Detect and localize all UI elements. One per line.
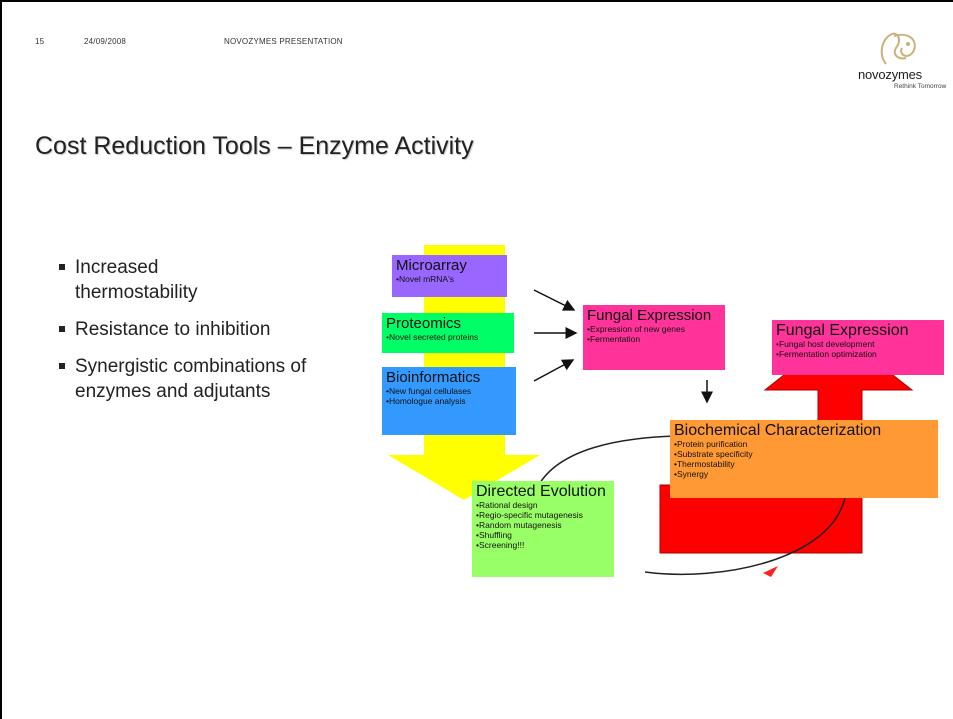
directed-evolution-item: •Regio-specific mutagenesis	[476, 510, 583, 520]
microarray-title: Microarray	[396, 257, 467, 274]
fungal-expression-box-2: Fungal Expression •Fungal host developme…	[772, 320, 944, 375]
slide-number: 15	[35, 37, 45, 46]
directed-evolution-item: •Random mutagenesis	[476, 520, 562, 530]
bullet-list: Increased thermostability Resistance to …	[58, 255, 378, 416]
slide-border-left	[0, 0, 2, 719]
fungal-expression-1-title: Fungal Expression	[587, 307, 712, 324]
directed-evolution-box: Directed Evolution •Rational design •Reg…	[472, 481, 614, 577]
biochemical-item: •Thermostability	[674, 459, 735, 469]
fungal-expression-box-1: Fungal Expression •Expression of new gen…	[583, 305, 725, 370]
biochemical-title: Biochemical Characterization	[674, 422, 882, 439]
directed-evolution-item: •Rational design	[476, 500, 538, 510]
fungal-expression-1-item: •Expression of new genes	[587, 324, 685, 334]
biochemical-item: •Protein purification	[674, 439, 748, 449]
bioinformatics-item: •Homologue analysis	[386, 396, 466, 406]
novozymes-logo: novozymes Rethink Tomorrow	[858, 30, 948, 96]
directed-evolution-item: •Screening!!!	[476, 540, 525, 550]
fungal-expression-2-title: Fungal Expression	[776, 322, 909, 339]
biochemical-item: •Substrate specificity	[674, 449, 753, 459]
bioinformatics-box: Bioinformatics •New fungal cellulases •H…	[382, 367, 516, 435]
bioinformatics-item: •New fungal cellulases	[386, 386, 472, 396]
slide-border-top	[0, 0, 953, 2]
logo-tagline: Rethink Tomorrow	[894, 83, 947, 90]
bullet-item: Synergistic combinations of enzymes and …	[58, 354, 355, 404]
slide-title: Cost Reduction Tools – Enzyme Activity	[35, 132, 474, 160]
cycle-arrowhead	[763, 566, 778, 577]
proteomics-title: Proteomics	[386, 315, 462, 332]
fungal-expression-2-item: •Fermentation optimization	[776, 349, 877, 359]
cycle-arrow-top	[537, 435, 676, 487]
directed-evolution-title: Directed Evolution	[476, 483, 606, 500]
slide-date: 24/09/2008	[84, 37, 127, 46]
logo-wordmark: novozymes	[858, 67, 922, 82]
biochemical-item: •Synergy	[674, 469, 709, 479]
microarray-item: •Novel mRNA's	[396, 274, 454, 284]
bioinformatics-title: Bioinformatics	[386, 369, 481, 386]
cycle-arrow-bottom	[644, 497, 846, 575]
arrow-bioinformatics-to-expression	[533, 359, 575, 382]
novozymes-swirl-icon	[880, 32, 916, 65]
microarray-box: Microarray •Novel mRNA's	[392, 255, 507, 297]
biochemical-characterization-box: Biochemical Characterization •Protein pu…	[670, 420, 938, 498]
fungal-expression-1-item: •Fermentation	[587, 334, 641, 344]
proteomics-item: •Novel secreted proteins	[386, 332, 479, 342]
bullet-item: Resistance to inhibition	[58, 317, 378, 342]
directed-evolution-item: •Shuffling	[476, 530, 512, 540]
presentation-name: NOVOZYMES PRESENTATION	[224, 37, 343, 46]
fungal-expression-2-item: •Fungal host development	[776, 339, 875, 349]
arrow-microarray-to-expression	[533, 289, 576, 311]
proteomics-box: Proteomics •Novel secreted proteins	[382, 313, 514, 353]
bullet-item: Increased thermostability	[58, 255, 245, 305]
